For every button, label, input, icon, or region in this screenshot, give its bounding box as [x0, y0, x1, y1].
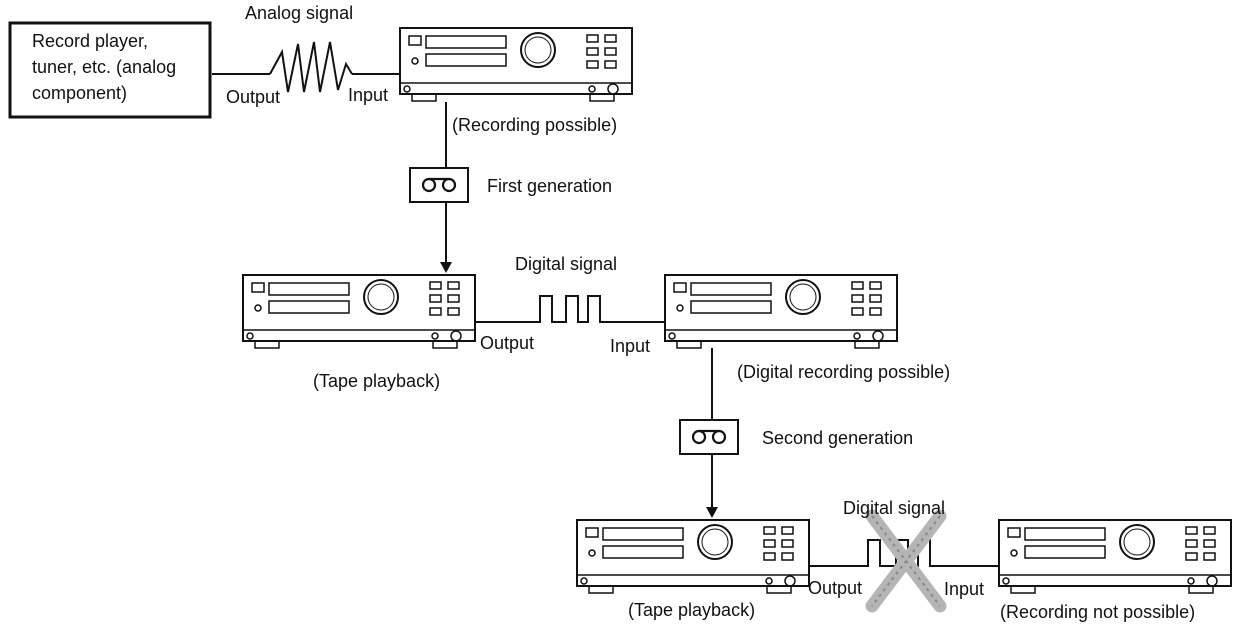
output-label-2: Output: [480, 333, 534, 353]
tape-deck-icon: [998, 519, 1232, 594]
input-label-3: Input: [944, 579, 984, 599]
analog-signal-label: Analog signal: [245, 3, 353, 23]
source-component-box: Record player, tuner, etc. (analog compo…: [8, 21, 212, 119]
tape-playback-label-2: (Tape playback): [628, 600, 755, 620]
cassette-icon: [408, 166, 470, 204]
source-line-3: component): [32, 83, 127, 103]
arrow-down-icon: [440, 262, 452, 273]
tape-deck-icon: [576, 519, 810, 594]
cross-mark-icon: [865, 509, 947, 613]
tape-deck-icon: [399, 27, 633, 102]
tape-deck-icon: [664, 274, 898, 349]
recording-possible-label: (Recording possible): [452, 115, 617, 135]
arrow-down-icon: [706, 507, 718, 518]
second-generation-label: Second generation: [762, 428, 913, 448]
cassette-icon: [678, 418, 740, 456]
input-label-2: Input: [610, 336, 650, 356]
input-label-1: Input: [348, 85, 388, 105]
tape-deck-icon: [242, 274, 476, 349]
analog-connection: [212, 41, 400, 93]
digital-connection-1: [475, 295, 665, 323]
output-label-3: Output: [808, 578, 862, 598]
source-line-1: Record player,: [32, 31, 148, 51]
source-line-2: tuner, etc. (analog: [32, 57, 176, 77]
first-generation-label: First generation: [487, 176, 612, 196]
recording-not-possible-label: (Recording not possible): [1000, 602, 1195, 622]
output-label-1: Output: [226, 87, 280, 107]
digital-signal-label-1: Digital signal: [515, 254, 617, 274]
digital-recording-possible-label: (Digital recording possible): [737, 362, 950, 382]
digital-signal-label-2: Digital signal: [843, 498, 945, 518]
tape-playback-label-1: (Tape playback): [313, 371, 440, 391]
